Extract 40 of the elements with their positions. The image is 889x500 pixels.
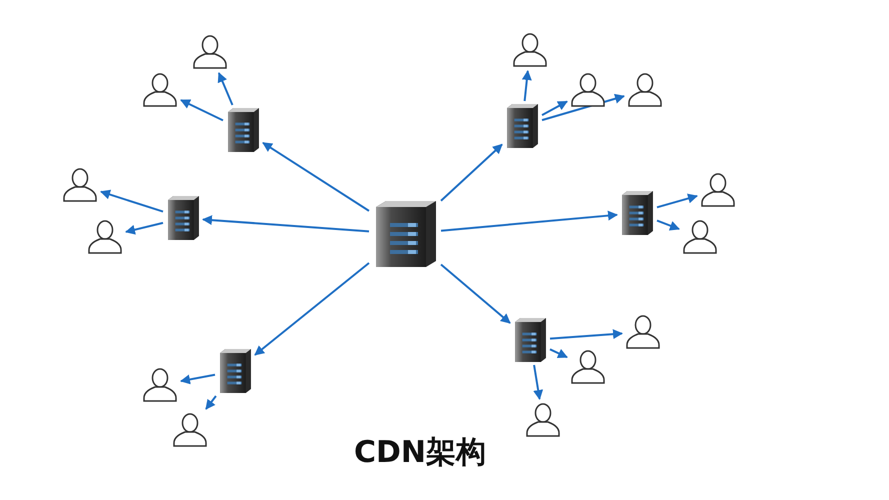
person-icon bbox=[625, 314, 661, 350]
arrow bbox=[100, 190, 164, 213]
server-icon bbox=[166, 196, 200, 240]
person-icon bbox=[570, 349, 606, 385]
arrow bbox=[440, 144, 503, 202]
arrow bbox=[205, 395, 217, 410]
person-icon bbox=[682, 219, 718, 255]
title: CDN架构 bbox=[352, 434, 488, 472]
person-icon bbox=[142, 367, 178, 403]
arrow bbox=[440, 210, 618, 232]
person-icon bbox=[172, 412, 208, 448]
person-icon bbox=[142, 72, 178, 108]
arrow bbox=[262, 142, 370, 212]
arrow bbox=[180, 99, 224, 122]
arrow bbox=[542, 100, 568, 116]
person-icon bbox=[700, 172, 736, 208]
arrow bbox=[218, 72, 234, 106]
person-icon bbox=[525, 402, 561, 438]
arrow bbox=[180, 374, 216, 384]
person-icon bbox=[87, 219, 123, 255]
arrow bbox=[550, 329, 623, 340]
person-icon bbox=[627, 72, 663, 108]
server-icon bbox=[513, 318, 547, 362]
arrow bbox=[202, 215, 370, 232]
arrow bbox=[522, 70, 532, 102]
person-icon bbox=[62, 167, 98, 203]
arrow bbox=[254, 262, 370, 356]
person-icon bbox=[512, 32, 548, 68]
server-icon bbox=[218, 349, 252, 393]
person-icon bbox=[192, 34, 228, 70]
arrow bbox=[440, 264, 511, 324]
arrow bbox=[656, 220, 680, 230]
arrow bbox=[533, 364, 544, 400]
server-icon bbox=[226, 108, 260, 152]
server-icon bbox=[620, 191, 654, 235]
arrow bbox=[125, 222, 164, 235]
person-icon bbox=[570, 72, 606, 108]
server-icon bbox=[505, 104, 539, 148]
arrow bbox=[656, 194, 698, 208]
arrow bbox=[550, 348, 568, 358]
